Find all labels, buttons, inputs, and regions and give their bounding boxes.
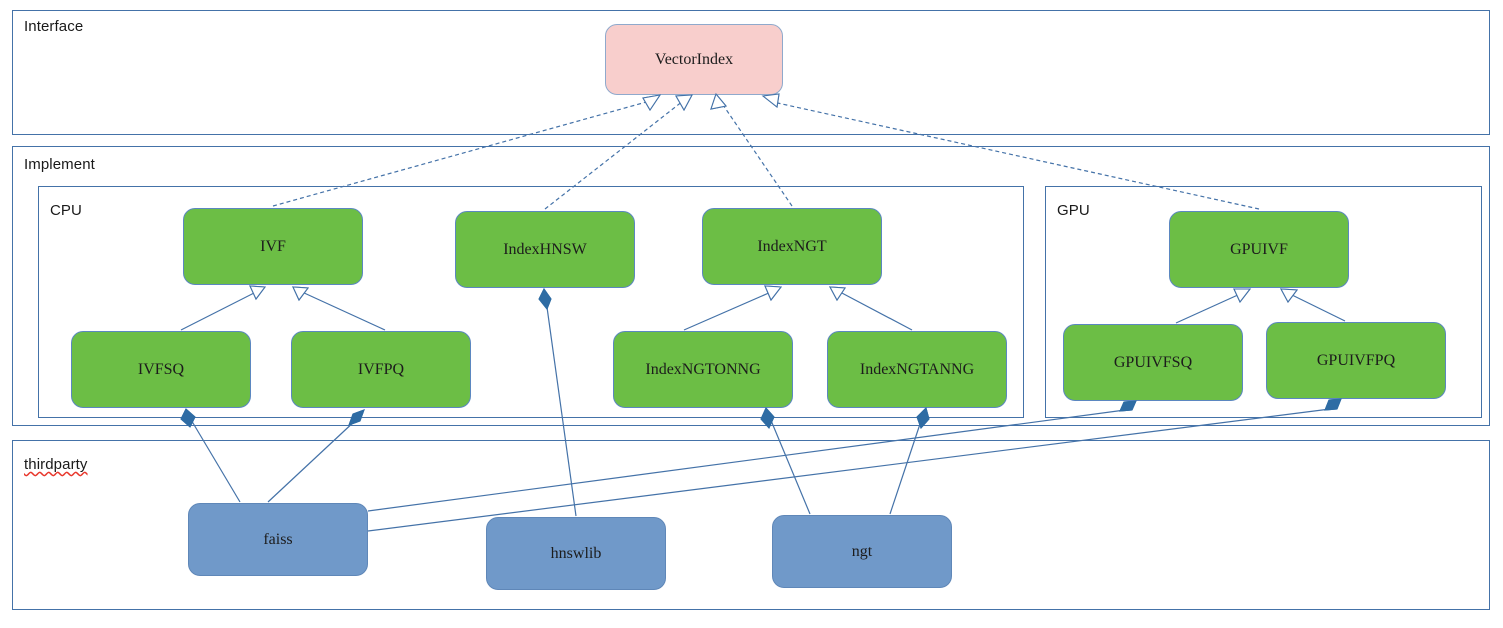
- node-indexhnsw-label: IndexHNSW: [503, 240, 587, 258]
- node-ivf[interactable]: IVF: [183, 208, 363, 285]
- node-indexngt-label: IndexNGT: [757, 237, 827, 255]
- node-hnswlib[interactable]: hnswlib: [486, 517, 666, 590]
- node-vectorindex[interactable]: VectorIndex: [605, 24, 783, 95]
- container-interface-label: Interface: [24, 18, 84, 35]
- container-thirdparty-label: thirdparty: [24, 456, 88, 473]
- node-gpuivfsq-label: GPUIVFSQ: [1113, 353, 1193, 371]
- node-indexngt[interactable]: IndexNGT: [702, 208, 882, 285]
- container-cpu-label: CPU: [50, 202, 82, 219]
- node-ivfpq[interactable]: IVFPQ: [291, 331, 471, 408]
- node-ngt[interactable]: ngt: [772, 515, 952, 588]
- node-ivfsq-label: IVFSQ: [137, 360, 185, 378]
- node-gpuivfsq[interactable]: GPUIVFSQ: [1063, 324, 1243, 401]
- node-gpuivfpq[interactable]: GPUIVFPQ: [1266, 322, 1446, 399]
- node-gpuivfpq-label: GPUIVFPQ: [1316, 351, 1396, 369]
- node-ngt-label: ngt: [851, 542, 873, 560]
- node-gpuivf[interactable]: GPUIVF: [1169, 211, 1349, 288]
- container-implement-label: Implement: [24, 156, 95, 173]
- node-ivfsq[interactable]: IVFSQ: [71, 331, 251, 408]
- node-hnswlib-label: hnswlib: [550, 544, 602, 562]
- container-gpu-label: GPU: [1057, 202, 1090, 219]
- node-faiss-label: faiss: [263, 530, 293, 548]
- node-vectorindex-label: VectorIndex: [654, 50, 734, 68]
- node-indexhnsw[interactable]: IndexHNSW: [455, 211, 635, 288]
- node-indexngtanng-label: IndexNGTANNG: [859, 360, 975, 378]
- node-faiss[interactable]: faiss: [188, 503, 368, 576]
- node-indexngtanng[interactable]: IndexNGTANNG: [827, 331, 1007, 408]
- node-indexngtonng[interactable]: IndexNGTONNG: [613, 331, 793, 408]
- node-ivf-label: IVF: [260, 237, 286, 255]
- node-ivfpq-label: IVFPQ: [357, 360, 405, 378]
- node-indexngtonng-label: IndexNGTONNG: [645, 360, 761, 378]
- node-gpuivf-label: GPUIVF: [1230, 240, 1288, 258]
